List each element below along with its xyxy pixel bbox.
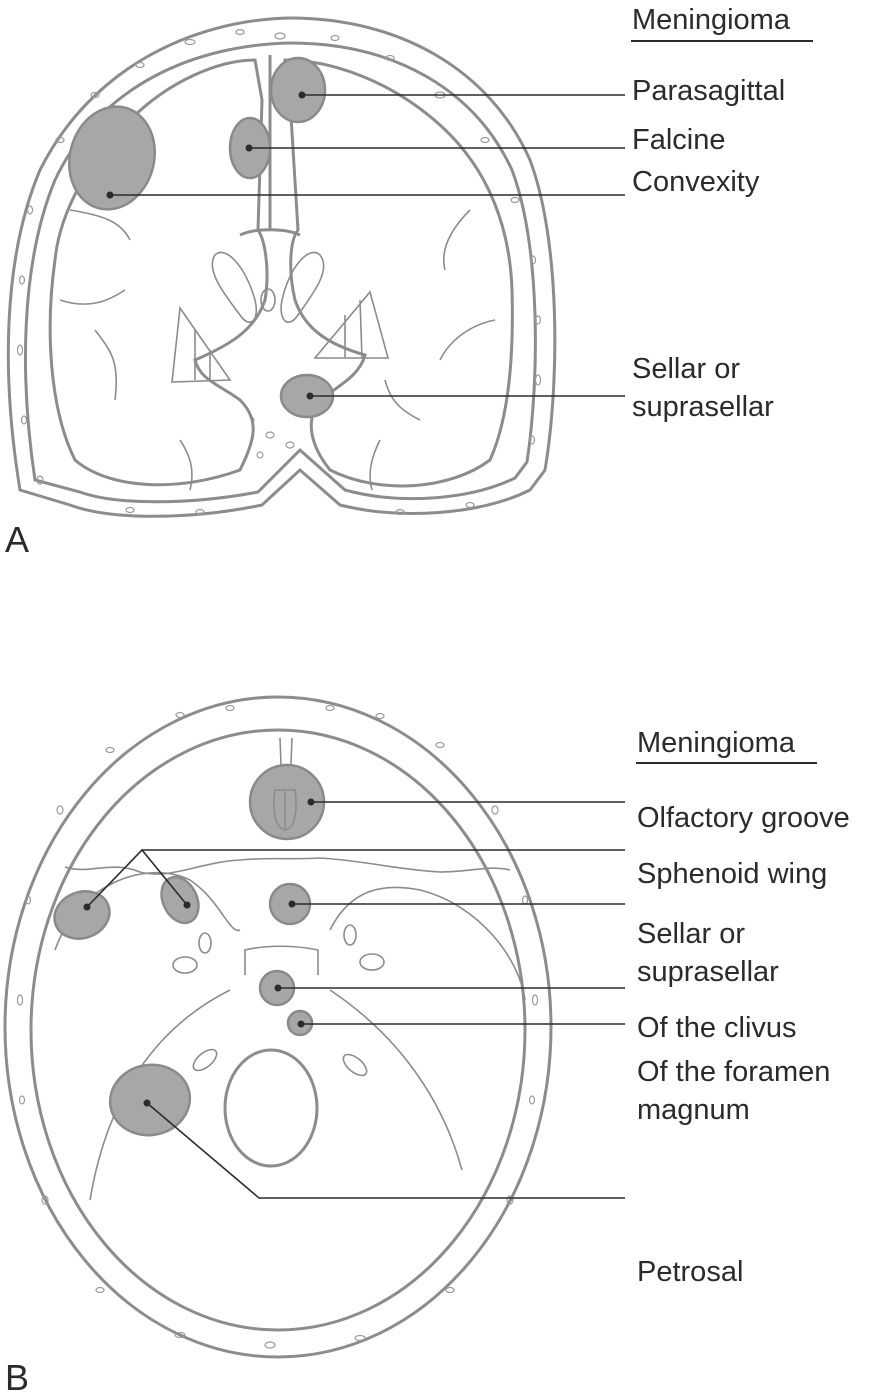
foramen-left: [172, 956, 198, 974]
dorsum-sellae: [244, 945, 319, 975]
label-sellar-b-line1: Sellar or: [637, 918, 745, 950]
skull-outer-a: [6, 16, 557, 518]
label-sphenoid: Sphenoid wing: [637, 858, 828, 890]
petrous-ridge-left: [89, 989, 231, 1201]
leaders-a: [106, 91, 625, 400]
tumor-petrosal: [108, 1063, 192, 1137]
basal-ganglia-left-a: [171, 305, 232, 383]
label-petrosal: Petrosal: [637, 1256, 744, 1288]
label-olfactory: Olfactory groove: [637, 802, 850, 834]
diploe-pores-a: [16, 28, 542, 516]
leaders-b: [83, 798, 625, 1199]
jugular-right: [342, 1053, 368, 1077]
panel-b-header-rule: [636, 762, 817, 764]
right-hemisphere-a: [283, 58, 514, 488]
panel-b-letter: B: [5, 1357, 30, 1398]
tumor-sphenoid-medial: [160, 875, 200, 925]
panel-a-illustration: [6, 16, 625, 518]
label-sellar-a-line2: suprasellar: [632, 391, 774, 423]
panel-b-header: Meningioma: [637, 727, 795, 759]
tumor-parasagittal: [269, 56, 327, 124]
ventricle-right-a: [280, 251, 325, 323]
petrous-ridge-right: [329, 989, 463, 1171]
ventricle-left-a: [211, 251, 258, 323]
label-foramen-line2: magnum: [637, 1094, 750, 1126]
label-clivus: Of the clivus: [637, 1012, 797, 1044]
panel-a-header-rule: [631, 40, 813, 42]
basal-ganglia-right-a: [313, 290, 390, 359]
foramen-right: [359, 953, 385, 971]
panel-b-illustration: [3, 695, 625, 1359]
skull-inner-b: [29, 728, 527, 1332]
label-sellar-b-line2: suprasellar: [637, 956, 779, 988]
label-falcine: Falcine: [632, 124, 726, 156]
label-parasagittal: Parasagittal: [632, 75, 786, 107]
tumor-convexity: [68, 105, 156, 211]
label-foramen-line1: Of the foramen: [637, 1056, 831, 1088]
label-convexity: Convexity: [632, 166, 760, 198]
foramen-ovale-left: [198, 932, 212, 954]
olfactory-bulbs: [273, 789, 297, 831]
skull-inner-a: [23, 41, 537, 504]
sulci-a: [59, 209, 496, 491]
panel-a-header: Meningioma: [632, 4, 790, 36]
panel-a-letter: A: [5, 519, 30, 560]
jugular-left: [192, 1048, 218, 1072]
skull-outer-b: [3, 695, 553, 1359]
septum-a: [260, 288, 276, 312]
foramen-ovale-right: [343, 924, 357, 946]
foramen-magnum: [223, 1048, 319, 1168]
diploe-pores-b: [16, 704, 539, 1349]
middle-fossa-right: [329, 886, 526, 1001]
label-sellar-a-line1: Sellar or: [632, 353, 740, 385]
sphenoid-ridge: [64, 857, 511, 875]
tumor-sphenoid-lateral: [53, 890, 111, 940]
